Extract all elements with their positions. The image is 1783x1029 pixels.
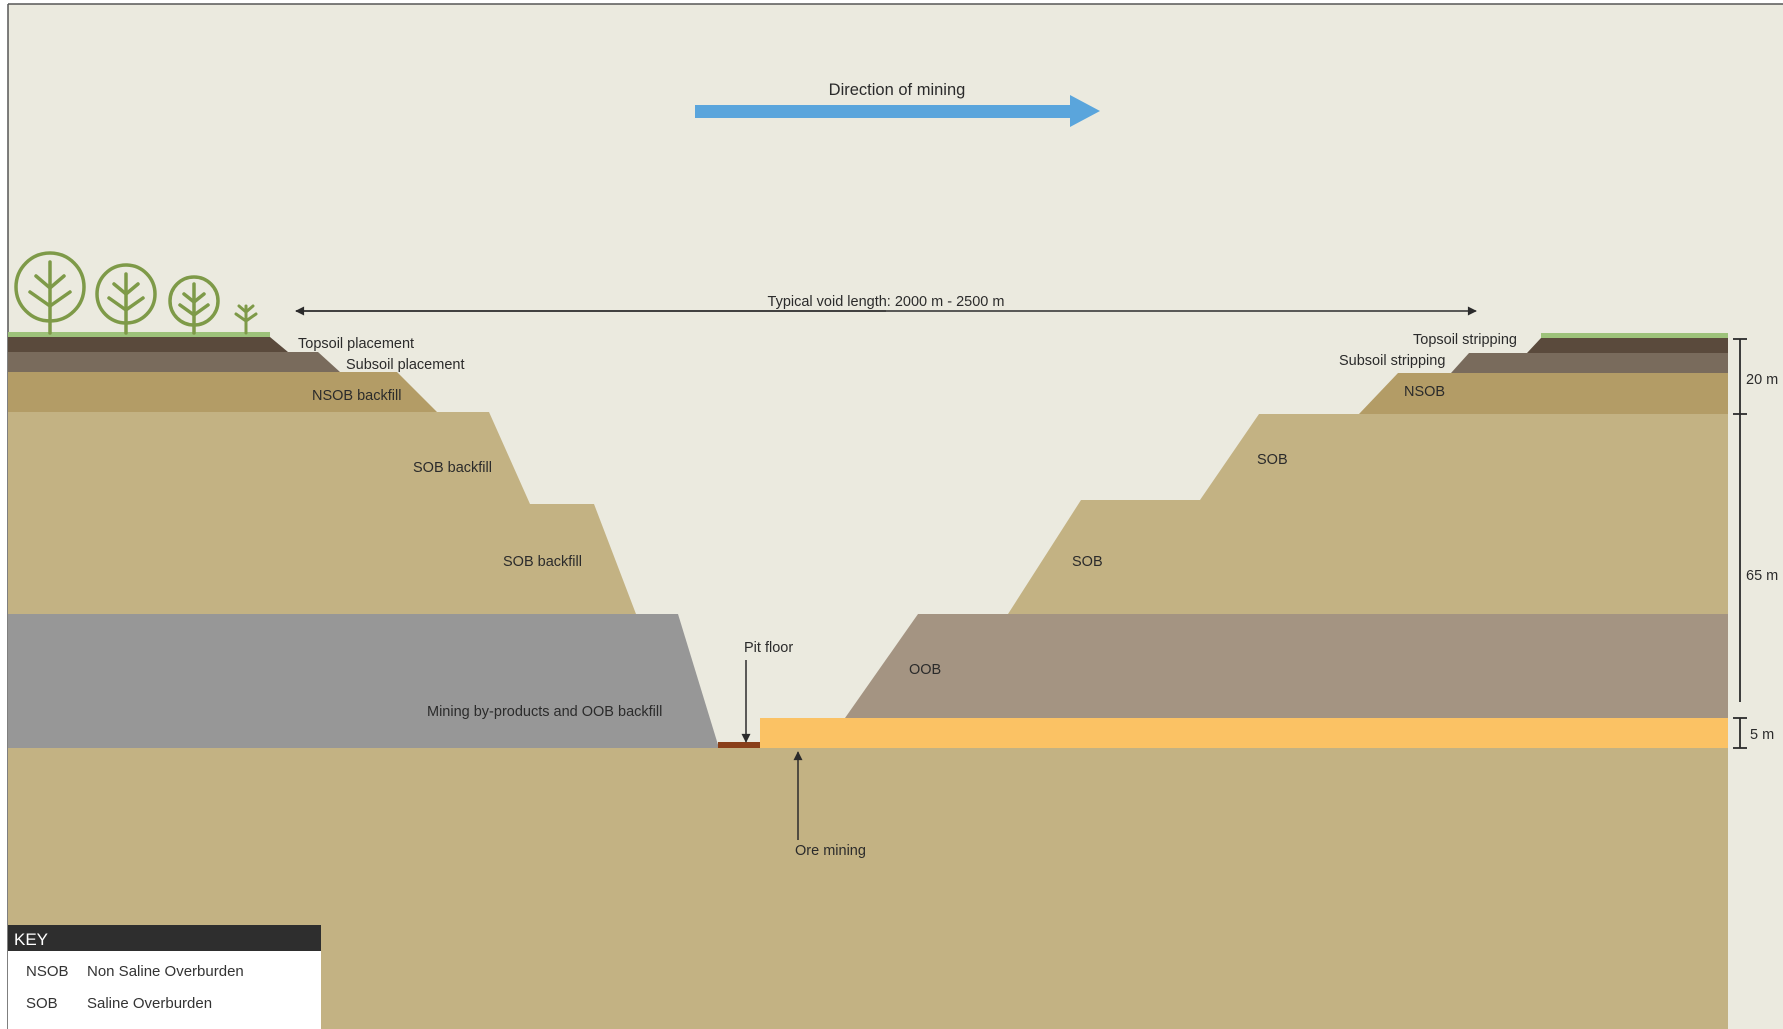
tree-icon	[95, 263, 157, 335]
oob-label: OOB	[909, 662, 941, 678]
sob-upper-label: SOB	[1257, 452, 1288, 468]
pit-floor-label: Pit floor	[744, 640, 793, 656]
key-entry-abbr: SOB	[26, 995, 58, 1012]
key-header	[8, 925, 321, 951]
ore-seam-layer	[760, 718, 1728, 748]
sob-lower-label: SOB	[1072, 554, 1103, 570]
key-legend: KEY NSOB Non Saline Overburden SOB Salin…	[8, 925, 321, 1029]
direction-arrow-icon	[695, 95, 1100, 127]
key-entry-meaning: Non Saline Overburden	[87, 963, 244, 980]
dimension-20m-label: 20 m	[1746, 372, 1778, 388]
topsoil-placement-label: Topsoil placement	[298, 336, 414, 352]
pit-floor-strip	[718, 742, 760, 748]
subsoil-stripping-label: Subsoil stripping	[1339, 353, 1445, 369]
left-topsoil-layer	[8, 337, 318, 352]
right-oob-layer	[845, 614, 1728, 718]
tree-icon	[234, 304, 258, 335]
right-sob-layer	[1008, 414, 1728, 614]
left-nsob-backfill-layer	[8, 372, 437, 412]
ore-mining-label: Ore mining	[795, 843, 866, 859]
subsoil-placement-label: Subsoil placement	[346, 357, 465, 373]
dimension-scale	[1733, 338, 1747, 749]
sob-backfill-lower-label: SOB backfill	[503, 554, 582, 570]
nsob-backfill-label: NSOB backfill	[312, 388, 401, 404]
dimension-5m-label: 5 m	[1750, 727, 1774, 743]
tree-icon	[14, 251, 86, 335]
left-sob-backfill-layer	[8, 412, 636, 614]
key-entry-meaning: Saline Overburden	[87, 995, 212, 1012]
right-nsob-layer	[1359, 373, 1728, 414]
left-grass-strip	[8, 332, 270, 337]
direction-of-mining-label: Direction of mining	[829, 81, 966, 99]
right-subsoil-layer	[1451, 353, 1728, 373]
key-entry-abbr: NSOB	[26, 963, 69, 980]
nsob-label: NSOB	[1404, 384, 1445, 400]
right-grass-strip	[1541, 333, 1728, 338]
key-title: KEY	[14, 930, 48, 949]
left-subsoil-layer	[8, 352, 340, 372]
void-length-label: Typical void length: 2000 m - 2500 m	[768, 294, 1005, 310]
topsoil-stripping-label: Topsoil stripping	[1413, 332, 1517, 348]
tree-icon	[168, 275, 220, 335]
right-topsoil-layer	[1527, 338, 1728, 353]
dimension-65m-label: 65 m	[1746, 568, 1778, 584]
by-products-backfill-label: Mining by-products and OOB backfill	[427, 704, 662, 720]
by-products-backfill-layer	[8, 614, 719, 748]
sob-backfill-upper-label: SOB backfill	[413, 460, 492, 476]
